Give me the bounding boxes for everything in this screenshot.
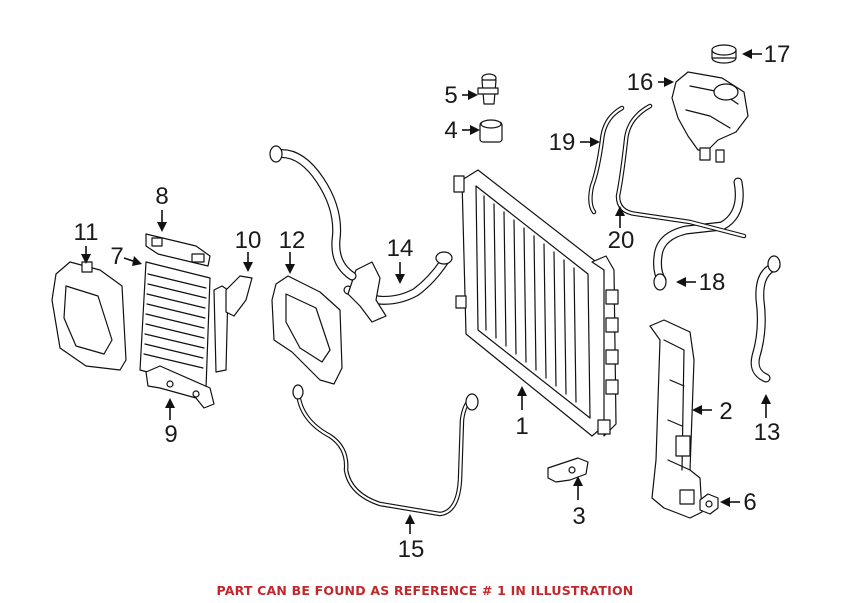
part-6-clip bbox=[699, 493, 719, 515]
part-19-line bbox=[588, 105, 625, 215]
callout-2: 2 bbox=[719, 398, 732, 425]
callout-12: 12 bbox=[279, 227, 306, 254]
callout-16: 16 bbox=[627, 69, 654, 96]
part-13-hose bbox=[750, 255, 781, 383]
callout-14: 14 bbox=[387, 235, 414, 262]
part-10-bracket bbox=[213, 275, 253, 373]
callout-1: 1 bbox=[515, 413, 528, 440]
part-2-side-bracket bbox=[649, 319, 703, 519]
part-4-grommet bbox=[479, 119, 503, 143]
part-16-expansion-tank bbox=[671, 71, 749, 163]
callout-4: 4 bbox=[444, 117, 457, 144]
part-5-pin bbox=[477, 73, 499, 105]
part-17-cap bbox=[711, 44, 737, 64]
leader-lines bbox=[81, 49, 771, 534]
part-3-bracket bbox=[547, 457, 589, 483]
callout-19: 19 bbox=[549, 129, 576, 156]
callout-13: 13 bbox=[754, 419, 781, 446]
part-15-lower-pipe bbox=[292, 384, 479, 517]
part-11-air-duct bbox=[51, 261, 127, 371]
callout-18: 18 bbox=[699, 269, 726, 296]
callout-numbers: 1 2 3 4 5 6 7 8 9 10 11 12 13 14 15 16 1… bbox=[74, 41, 791, 563]
callout-6: 6 bbox=[743, 489, 756, 516]
part-20-line bbox=[615, 103, 747, 239]
callout-17: 17 bbox=[764, 41, 791, 68]
callout-20: 20 bbox=[608, 227, 635, 254]
upper-left-hose bbox=[269, 145, 357, 281]
part-8-top-mount bbox=[145, 233, 211, 267]
callout-7: 7 bbox=[110, 243, 123, 270]
callout-5: 5 bbox=[444, 82, 457, 109]
callout-3: 3 bbox=[572, 503, 585, 530]
callout-11: 11 bbox=[74, 219, 99, 246]
part-1-radiator bbox=[453, 169, 619, 437]
callout-8: 8 bbox=[155, 183, 168, 210]
callout-15: 15 bbox=[398, 536, 425, 563]
callout-10: 10 bbox=[235, 227, 262, 254]
callout-9: 9 bbox=[164, 421, 177, 448]
part-7-aux-cooler bbox=[139, 261, 211, 389]
part-14-upper-hose bbox=[343, 251, 453, 323]
part-12-air-duct bbox=[271, 275, 343, 385]
part-18-hose bbox=[653, 177, 744, 291]
part-9-lower-mount bbox=[145, 365, 215, 409]
reference-caption: PART CAN BE FOUND AS REFERENCE # 1 IN IL… bbox=[216, 583, 634, 598]
